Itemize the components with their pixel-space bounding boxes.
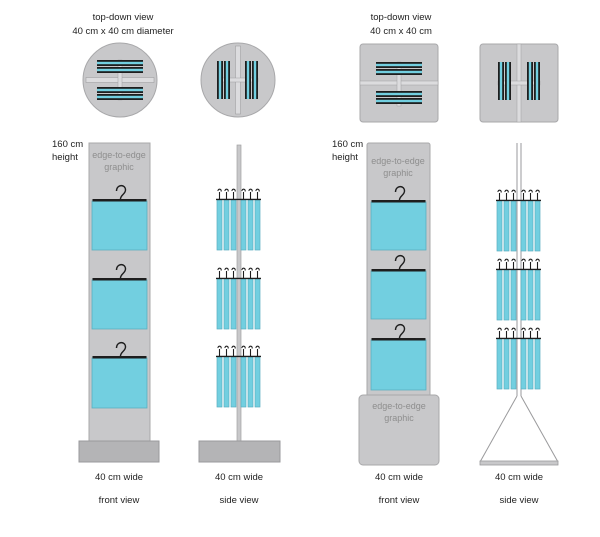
right-height-value: 160 cm — [332, 139, 364, 150]
right-graphic-bottom-line1: edge-to-edge — [372, 401, 426, 411]
right-side-width: 40 cm wide — [494, 472, 544, 483]
right-front-view — [358, 142, 440, 466]
right-front-garment-1 — [370, 185, 427, 251]
right-top-view-title: top-down view — [370, 12, 432, 23]
left-front-width: 40 cm wide — [94, 472, 144, 483]
right-front-caption: front view — [378, 495, 420, 506]
left-side-view — [198, 144, 281, 463]
left-front-view — [78, 142, 160, 463]
left-front-garment-2 — [91, 263, 148, 330]
left-top-view-size: 40 cm x 40 cm diameter — [72, 26, 174, 37]
right-front-width: 40 cm wide — [374, 472, 424, 483]
right-graphic-top-line2: graphic — [383, 168, 413, 178]
right-side-view — [479, 143, 559, 466]
left-graphic-label-line2: graphic — [104, 162, 134, 172]
left-top-view-front — [82, 42, 158, 118]
right-graphic-bottom-line2: graphic — [384, 413, 414, 423]
left-top-view-side — [200, 42, 276, 118]
right-top-view-size: 40 cm x 40 cm — [370, 26, 432, 37]
left-front-caption: front view — [98, 495, 140, 506]
right-top-view-front — [359, 43, 439, 123]
left-side-width: 40 cm wide — [214, 472, 264, 483]
left-side-caption: side view — [219, 495, 259, 506]
left-front-garment-3 — [91, 341, 148, 409]
left-top-view-title: top-down view — [92, 12, 154, 23]
right-front-garment-2 — [370, 254, 427, 320]
right-graphic-top-line1: edge-to-edge — [371, 156, 425, 166]
right-side-caption: side view — [499, 495, 539, 506]
left-height-value: 160 cm — [52, 139, 84, 150]
left-front-garment-1 — [91, 184, 148, 251]
right-top-view-side — [479, 43, 559, 123]
left-height-word: height — [52, 152, 78, 163]
right-height-word: height — [332, 152, 358, 163]
right-front-garment-3 — [370, 323, 427, 391]
left-graphic-label-line1: edge-to-edge — [92, 150, 146, 160]
